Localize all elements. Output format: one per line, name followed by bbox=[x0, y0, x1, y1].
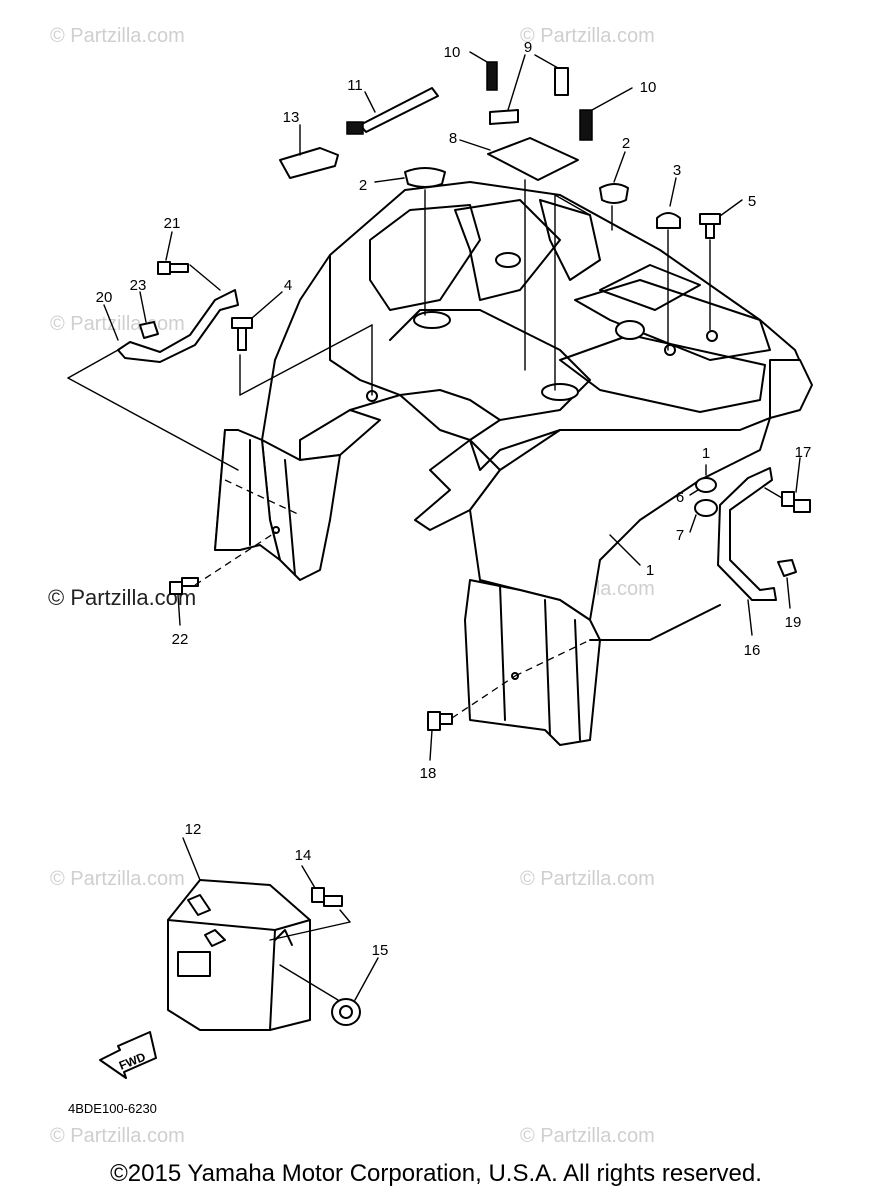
label-13: 13 bbox=[283, 109, 300, 126]
label-11: 11 bbox=[347, 77, 363, 94]
label-17: 17 bbox=[795, 444, 812, 461]
label-14: 14 bbox=[295, 847, 312, 864]
label-16: 16 bbox=[744, 642, 761, 659]
label-21: 21 bbox=[164, 215, 181, 232]
copyright-notice: ©2015 Yamaha Motor Corporation, U.S.A. A… bbox=[110, 1160, 762, 1187]
label-10: 10 bbox=[444, 44, 461, 61]
watermark: © Partzilla.com bbox=[50, 868, 185, 890]
label-23: 23 bbox=[130, 277, 147, 294]
label-6: 6 bbox=[676, 489, 684, 506]
label-22: 22 bbox=[172, 631, 189, 648]
fwd-arrow: FWD bbox=[99, 1031, 157, 1079]
label-4: 4 bbox=[284, 277, 292, 294]
leader-lines bbox=[67, 179, 783, 1001]
label-7: 7 bbox=[676, 527, 684, 544]
label-2: 2 bbox=[359, 177, 367, 194]
watermark: © Partzilla.com bbox=[50, 1125, 185, 1147]
part-labels: 1 1 2 2 3 4 5 6 7 8 9 10 10 11 12 13 14 … bbox=[96, 39, 812, 959]
label-15: 15 bbox=[372, 942, 389, 959]
label-19: 19 bbox=[785, 614, 802, 631]
label-8: 8 bbox=[449, 130, 457, 147]
label-1: 1 bbox=[702, 445, 710, 462]
rear-fender bbox=[214, 181, 813, 746]
watermark: © Partzilla.com bbox=[50, 25, 185, 47]
label-1: 1 bbox=[646, 562, 654, 579]
watermark: © Partzilla.com bbox=[50, 313, 185, 335]
label-20: 20 bbox=[96, 289, 113, 306]
label-5: 5 bbox=[748, 193, 756, 210]
label-12: 12 bbox=[185, 821, 202, 838]
watermark: © Partzilla.com bbox=[520, 25, 655, 47]
watermark: © Partzilla.com bbox=[520, 1125, 655, 1147]
callout-pointers bbox=[103, 51, 801, 1001]
tool-box bbox=[167, 879, 361, 1031]
label-18: 18 bbox=[420, 765, 437, 782]
diagram-code: 4BDE100-6230 bbox=[68, 1101, 157, 1116]
label-2: 2 bbox=[622, 135, 630, 152]
label-9: 9 bbox=[524, 39, 532, 56]
label-3: 3 bbox=[673, 162, 681, 179]
label-10: 10 bbox=[640, 79, 657, 96]
small-parts bbox=[117, 61, 811, 731]
watermark: © Partzilla.com bbox=[520, 868, 655, 890]
